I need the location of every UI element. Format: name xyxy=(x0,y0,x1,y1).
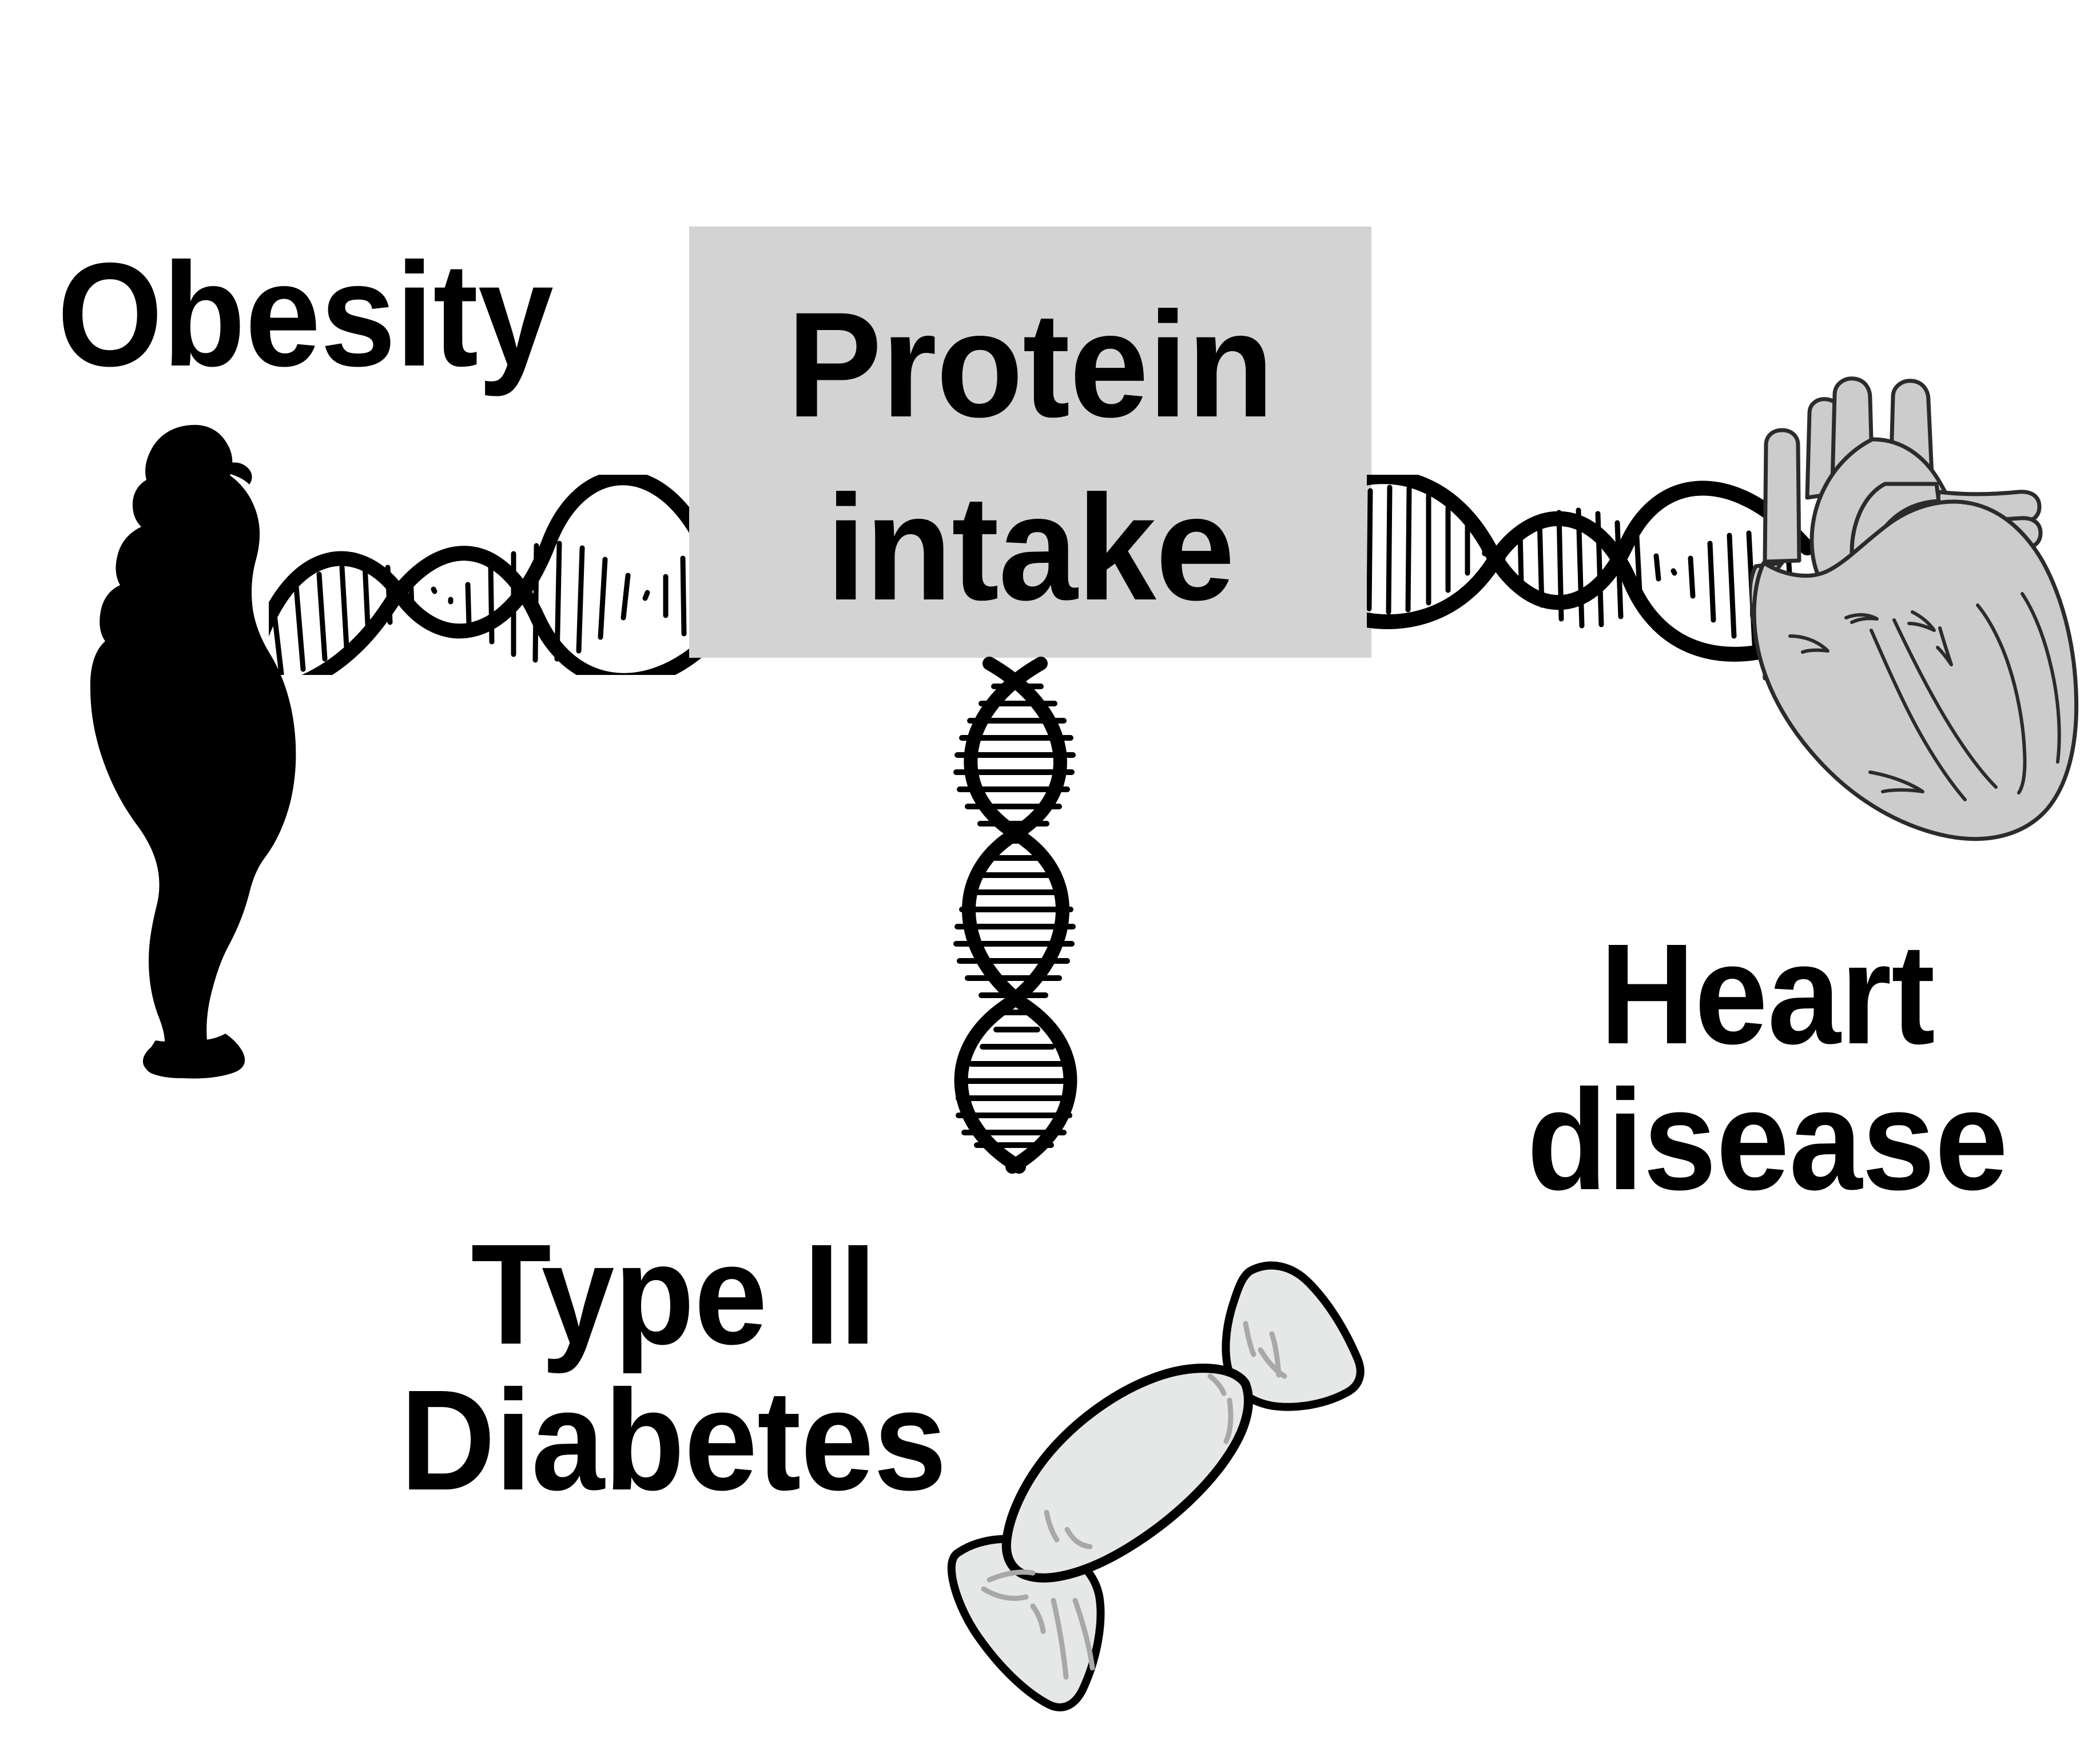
label-heart-disease: Heart disease xyxy=(1527,914,2008,1219)
label-type-ii-diabetes: Type II Diabetes xyxy=(400,1214,947,1520)
obese-person-silhouette-icon xyxy=(90,424,296,1079)
label-obesity: Obesity xyxy=(57,232,554,397)
dna-double-helix-vertical-icon xyxy=(953,657,1077,1174)
protein-intake-box: Protein intake xyxy=(689,227,1371,658)
anatomical-heart-icon xyxy=(1750,376,2079,841)
wrapped-candy-icon xyxy=(947,1261,1365,1711)
dna-double-helix-icon xyxy=(1367,475,1816,662)
protein-intake-label: Protein intake xyxy=(787,281,1274,631)
dna-double-helix-icon xyxy=(269,475,711,675)
